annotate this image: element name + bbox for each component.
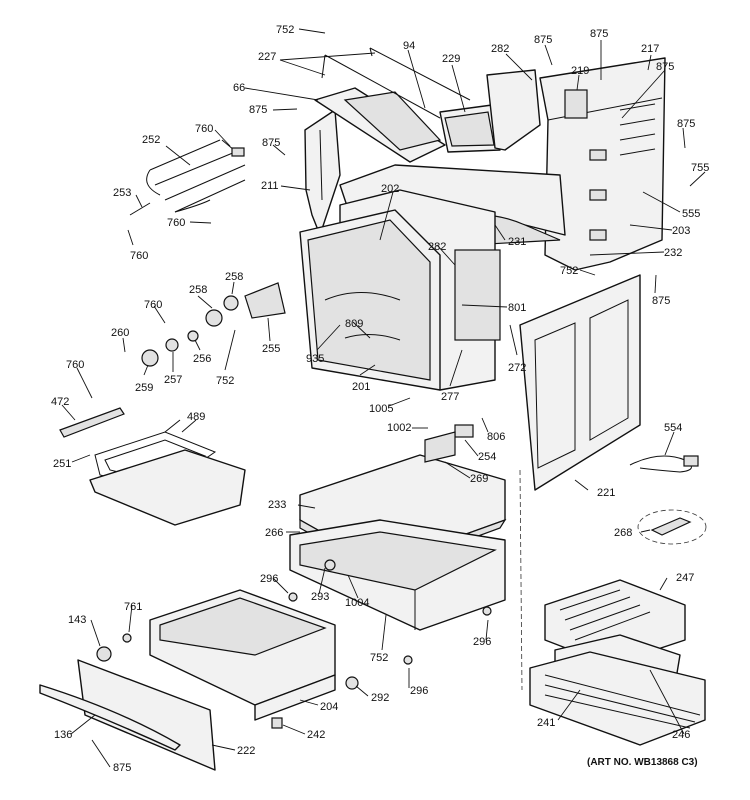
callout: 266 bbox=[265, 527, 283, 539]
callout: 257 bbox=[164, 374, 182, 386]
callout: 227 bbox=[258, 51, 276, 63]
callout: 760 bbox=[167, 217, 185, 229]
callout: 293 bbox=[311, 591, 329, 603]
callout: 806 bbox=[487, 431, 505, 443]
callout: 143 bbox=[68, 614, 86, 626]
callout: 251 bbox=[53, 458, 71, 470]
callout: 229 bbox=[442, 53, 460, 65]
callout: 761 bbox=[124, 601, 142, 613]
callout: 241 bbox=[537, 717, 555, 729]
callout: 259 bbox=[135, 382, 153, 394]
drawer-front-222 bbox=[39, 659, 216, 771]
side-panel-221 bbox=[519, 274, 641, 491]
callout: 204 bbox=[320, 701, 338, 713]
callout: 272 bbox=[508, 362, 526, 374]
callout: 260 bbox=[111, 327, 129, 339]
callout: 217 bbox=[641, 43, 659, 55]
callout: 1004 bbox=[345, 597, 369, 609]
callout: 219 bbox=[571, 65, 589, 77]
callout: 875 bbox=[113, 762, 131, 774]
callout: 231 bbox=[508, 236, 526, 248]
callout-labels: 752 227 94 229 282 875 875 217 219 875 6… bbox=[51, 24, 709, 774]
callout: 258 bbox=[225, 271, 243, 283]
callout: 282 bbox=[428, 241, 446, 253]
callout: 255 bbox=[262, 343, 280, 355]
callout: 1005 bbox=[369, 403, 393, 415]
callout: 809 bbox=[345, 318, 363, 330]
callout: 201 bbox=[352, 381, 370, 393]
broil-element-252 bbox=[129, 139, 246, 216]
callout: 760 bbox=[144, 299, 162, 311]
leader-lines bbox=[61, 28, 706, 768]
callout: 222 bbox=[237, 745, 255, 757]
oven-rack-241 bbox=[529, 651, 706, 746]
callout: 875 bbox=[656, 61, 674, 73]
callout: 875 bbox=[590, 28, 608, 40]
callout: 232 bbox=[664, 247, 682, 259]
callout: 277 bbox=[441, 391, 459, 403]
callout: 203 bbox=[672, 225, 690, 237]
bake-element-489 bbox=[59, 407, 246, 526]
callout: 221 bbox=[597, 487, 615, 499]
callout: 875 bbox=[249, 104, 267, 116]
small-parts bbox=[96, 282, 492, 729]
callout: 555 bbox=[682, 208, 700, 220]
callout: 246 bbox=[672, 729, 690, 741]
callout: 755 bbox=[691, 162, 709, 174]
callout: 752 bbox=[370, 652, 388, 664]
bracket-282-top bbox=[486, 69, 588, 151]
back-panel-217 bbox=[539, 57, 666, 271]
callout: 202 bbox=[381, 183, 399, 195]
callout: 760 bbox=[66, 359, 84, 371]
callout: 472 bbox=[51, 396, 69, 408]
callout: 875 bbox=[262, 137, 280, 149]
callout: 760 bbox=[195, 123, 213, 135]
callout: 875 bbox=[534, 34, 552, 46]
callout: 268 bbox=[614, 527, 632, 539]
callout: 296 bbox=[260, 573, 278, 585]
base-frame-266 bbox=[289, 519, 506, 631]
callout: 242 bbox=[307, 729, 325, 741]
callout: 252 bbox=[142, 134, 160, 146]
callout: 254 bbox=[478, 451, 496, 463]
power-cord-554 bbox=[629, 455, 699, 473]
callout: 801 bbox=[508, 302, 526, 314]
side-panel-211 bbox=[304, 109, 341, 236]
oven-body bbox=[299, 164, 566, 391]
callout: 269 bbox=[470, 473, 488, 485]
callout: 935 bbox=[306, 353, 324, 365]
callout: 296 bbox=[473, 636, 491, 648]
callout: 258 bbox=[189, 284, 207, 296]
callout: 875 bbox=[652, 295, 670, 307]
callout: 752 bbox=[560, 265, 578, 277]
callout: 752 bbox=[276, 24, 294, 36]
dashed-guide bbox=[519, 469, 523, 691]
callout: 136 bbox=[54, 729, 72, 741]
callout: 253 bbox=[113, 187, 131, 199]
callout: 247 bbox=[676, 572, 694, 584]
callout: 752 bbox=[216, 375, 234, 387]
insulation-229 bbox=[439, 104, 501, 153]
callout: 256 bbox=[193, 353, 211, 365]
callout: 292 bbox=[371, 692, 389, 704]
drawer-204 bbox=[149, 589, 336, 721]
callout: 1002 bbox=[387, 422, 411, 434]
callout: 282 bbox=[491, 43, 509, 55]
part-268 bbox=[637, 509, 707, 545]
callout: 211 bbox=[261, 180, 279, 192]
callout: 489 bbox=[187, 411, 205, 423]
top-frame-66 bbox=[314, 47, 471, 163]
callout: 875 bbox=[677, 118, 695, 130]
callout: 760 bbox=[130, 250, 148, 262]
callout: 94 bbox=[403, 40, 415, 52]
callout: 66 bbox=[233, 82, 245, 94]
callout: 554 bbox=[664, 422, 682, 434]
art-number: (ART NO. WB13868 C3) bbox=[587, 757, 698, 768]
callout: 233 bbox=[268, 499, 286, 511]
callout: 296 bbox=[410, 685, 428, 697]
